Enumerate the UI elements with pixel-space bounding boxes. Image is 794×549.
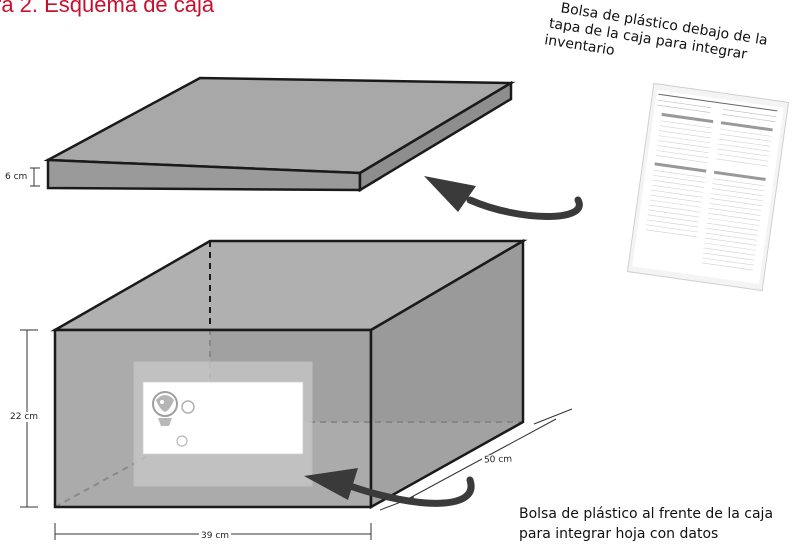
front-bag-note-line: para integrar hoja con datos [519,526,719,542]
lid-height-label: 6 cm [5,172,28,182]
lid-side-face [358,80,513,193]
page-title: ra 2. Esquema de caja [0,0,215,17]
curved-arrow-icon [304,468,475,507]
box-lid [43,76,516,193]
front-bag-note: Bolsa de plástico al frente de la caja p… [519,504,773,544]
lid-height-dimension [30,167,40,187]
box-height-label: 22 cm [8,412,41,422]
front-bag-note-line: Bolsa de plástico al frente de la caja [519,506,774,522]
box-depth-label: 50 cm [481,454,515,466]
logo-icon [152,391,195,447]
box-right-face [369,238,525,510]
box-width-label: 39 cm [199,531,232,541]
document-icon [626,82,790,292]
curved-arrow-icon [424,176,583,220]
